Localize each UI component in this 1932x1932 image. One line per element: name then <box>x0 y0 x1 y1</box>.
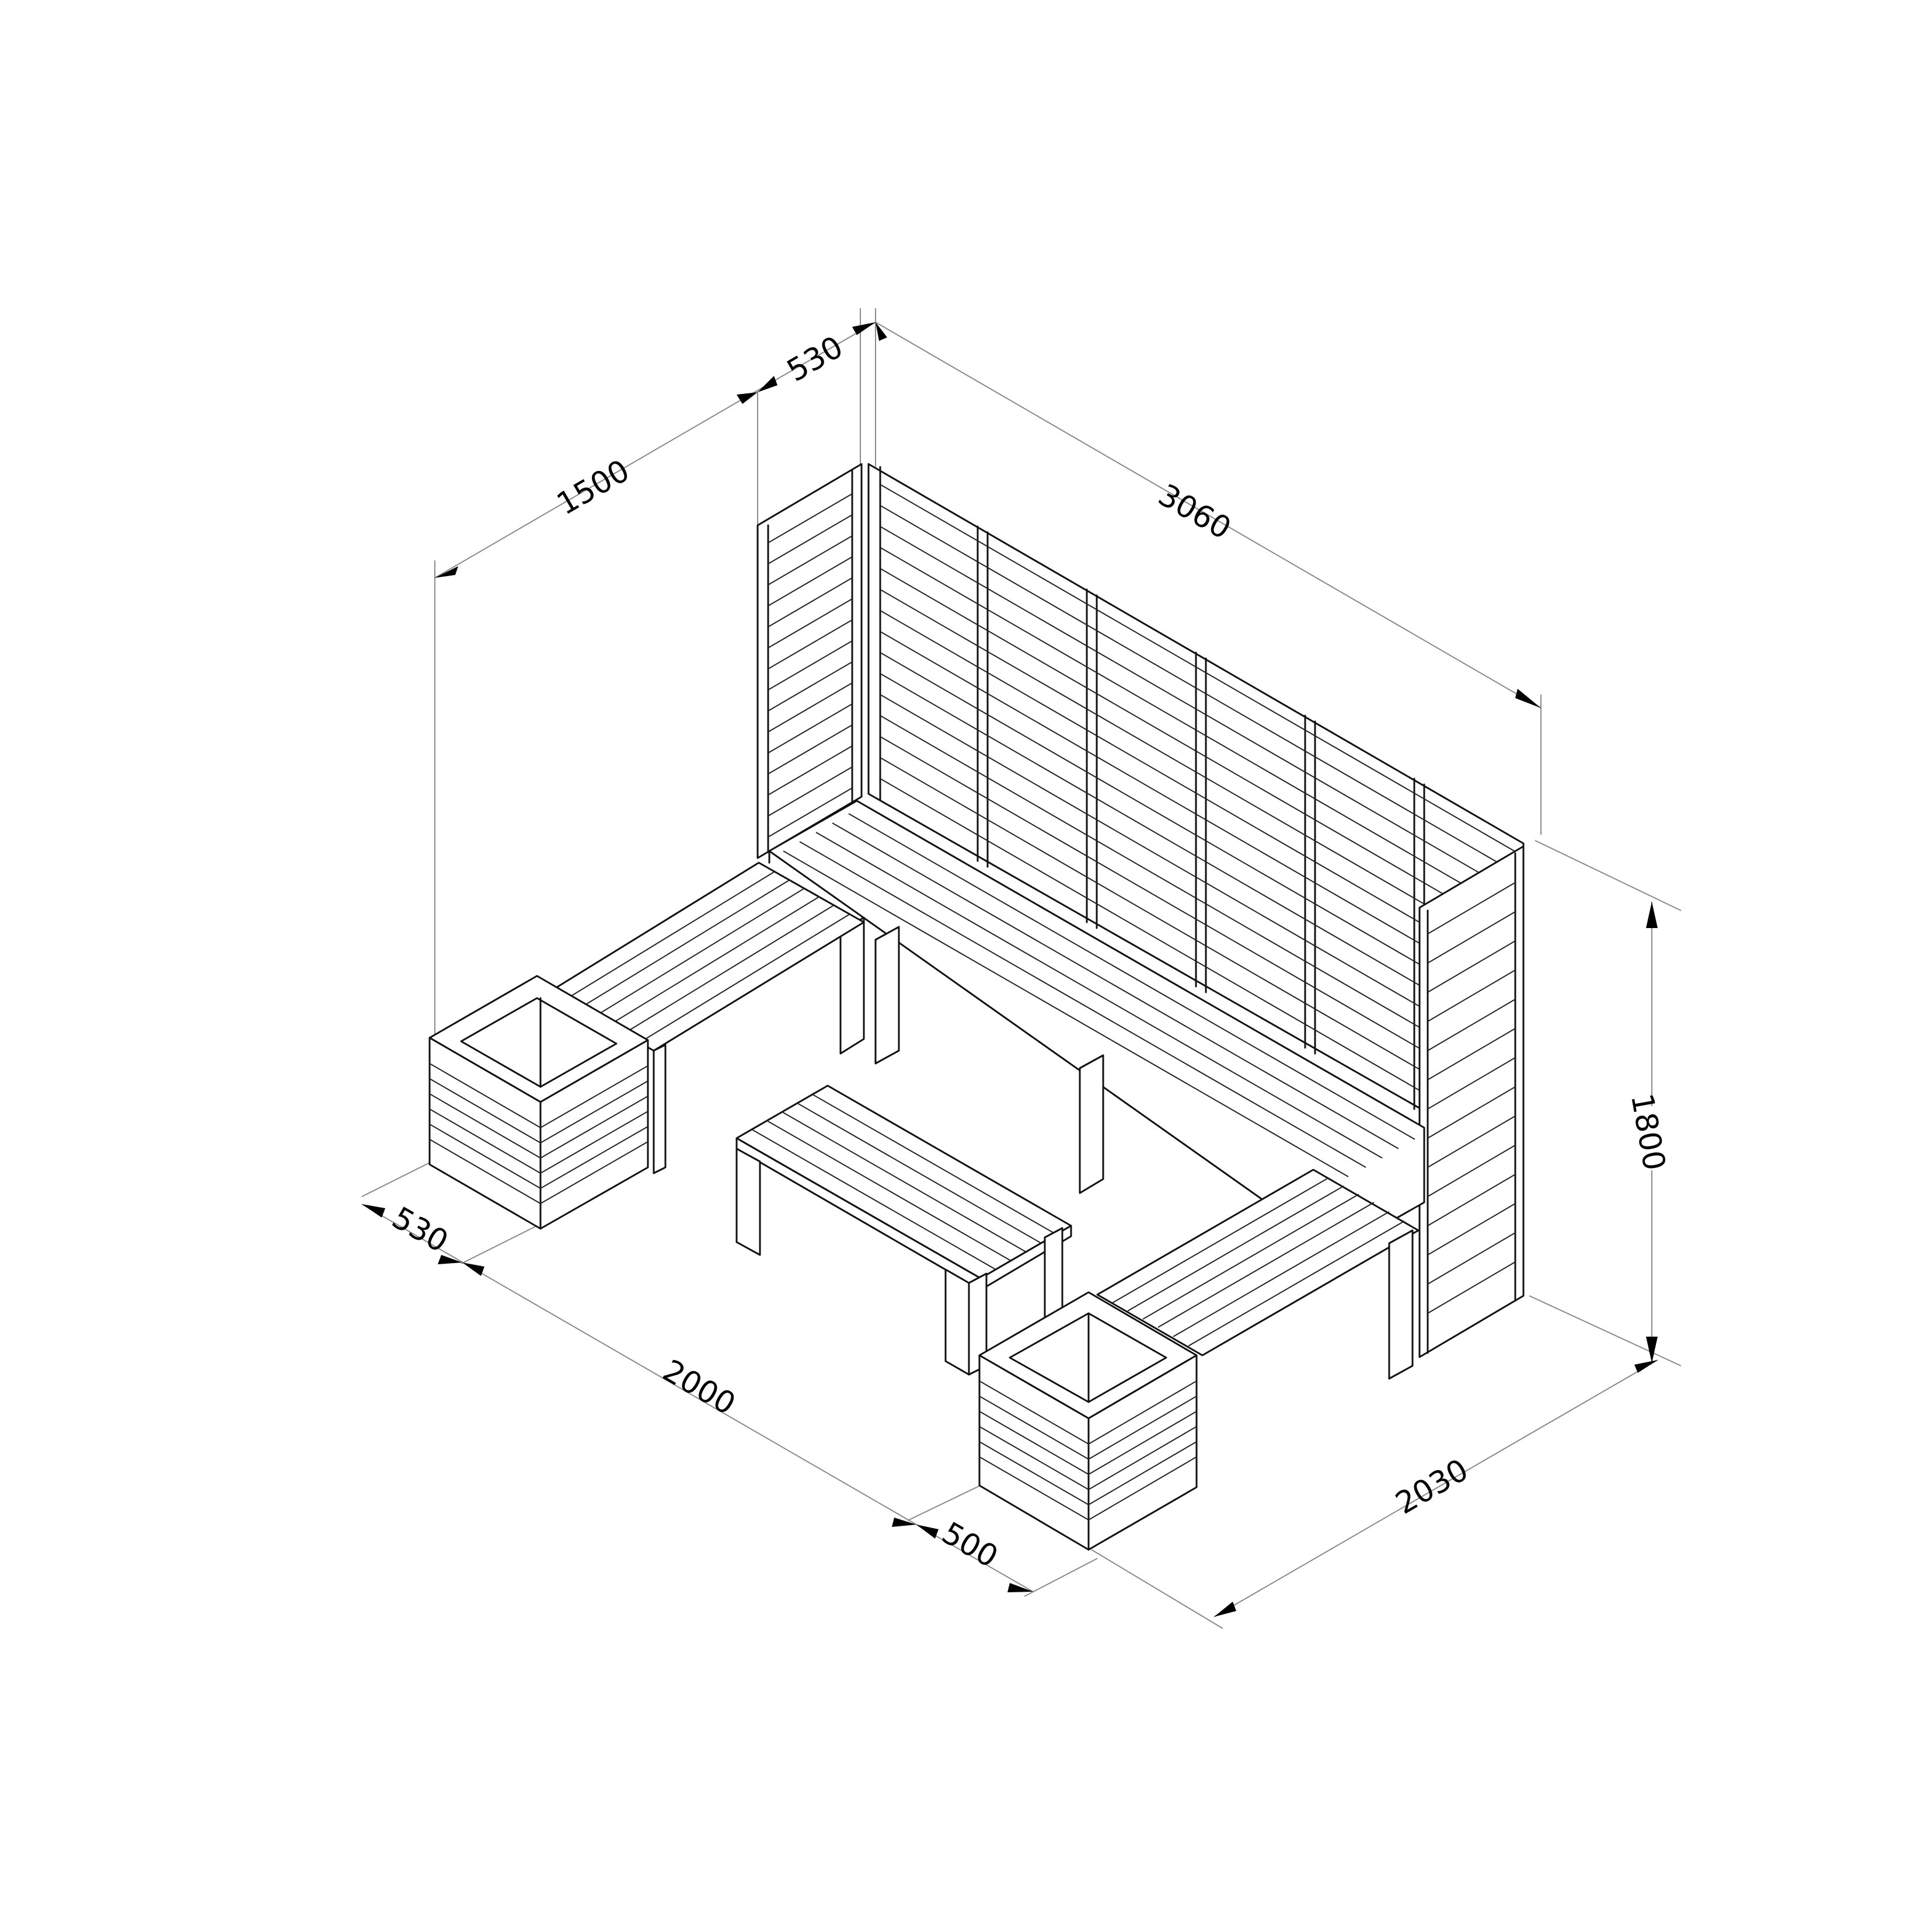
right-end-screen <box>1418 845 1525 1358</box>
corner-bench <box>768 800 1425 1253</box>
dim-right-planter-depth: 500 <box>936 1516 1004 1575</box>
dim-right-return-length: 2030 <box>1390 1452 1474 1521</box>
dimension-lines <box>361 308 1682 1629</box>
left-planter <box>428 975 649 1230</box>
back-screen-panels <box>867 463 1525 1169</box>
left-bench <box>547 862 865 1174</box>
dim-screen-height: 1800 <box>1624 1091 1672 1173</box>
coffee-table <box>735 1084 1072 1376</box>
dim-back-screen-length: 3060 <box>1152 477 1237 546</box>
dimension-arrows <box>362 322 1658 1617</box>
dim-left-return-length: 1500 <box>551 453 636 522</box>
left-screen-panel <box>756 463 863 859</box>
dim-front-run-length: 2000 <box>657 1353 741 1422</box>
right-planter <box>978 1291 1198 1551</box>
dim-screen-depth-top: 530 <box>782 330 849 389</box>
right-bench <box>1096 1169 1420 1380</box>
